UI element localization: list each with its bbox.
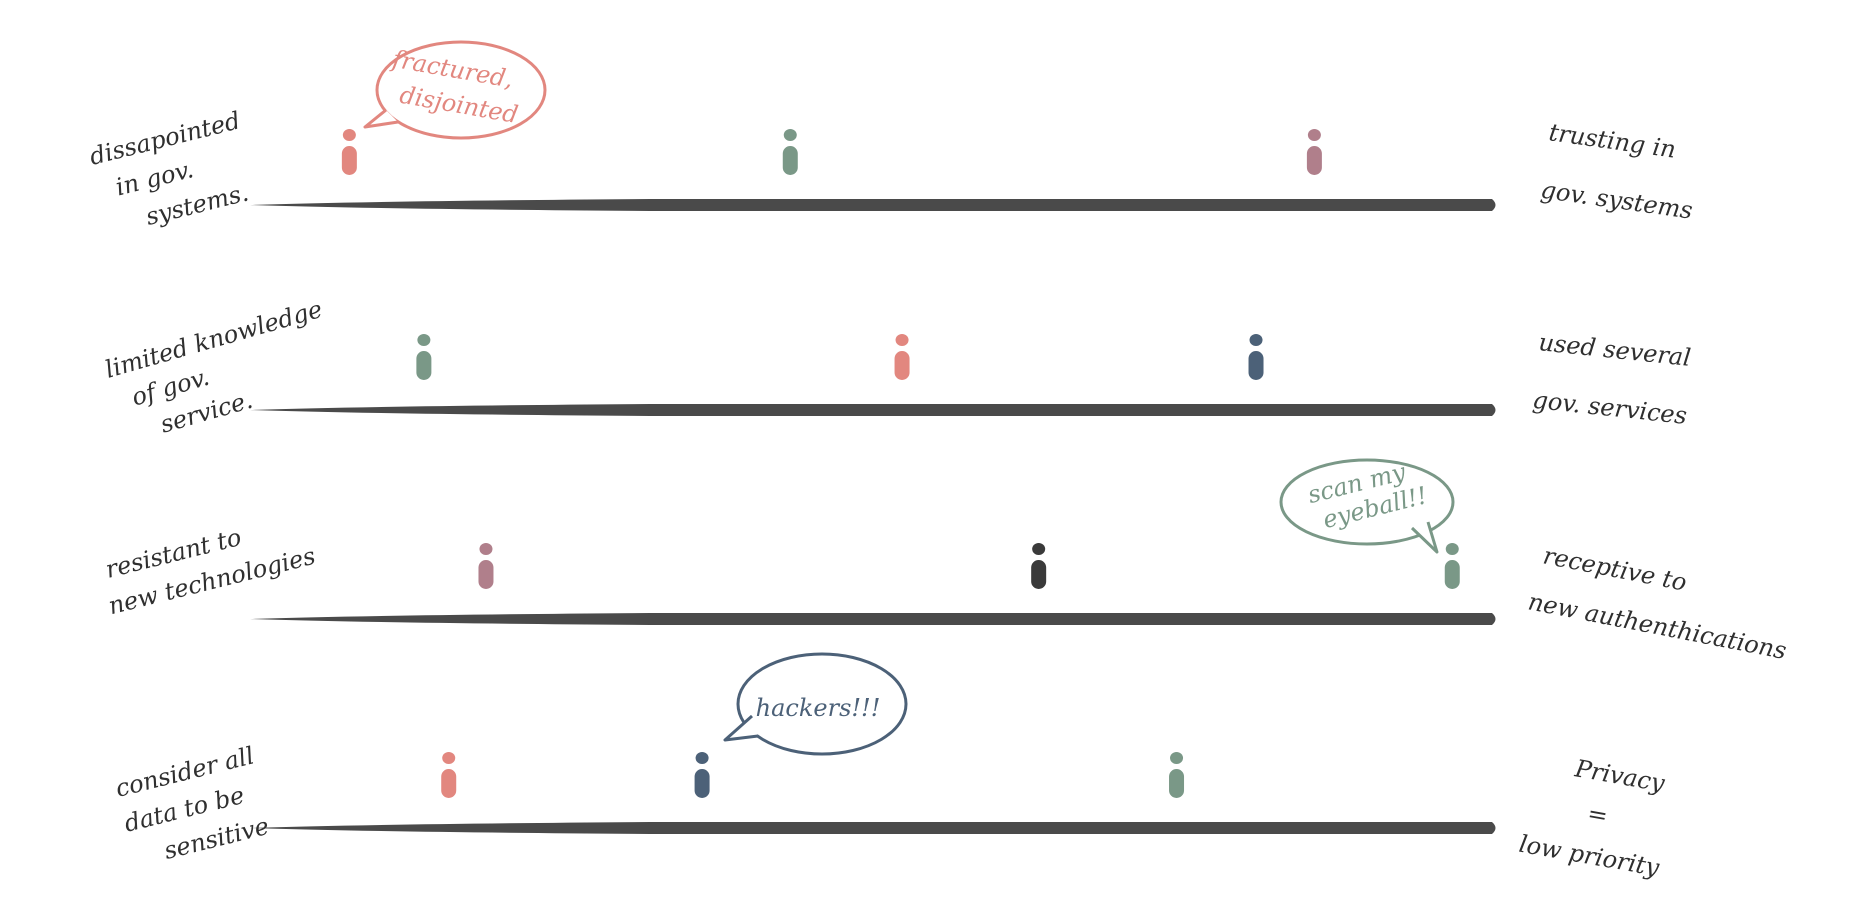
- right-label: trusting ingov. systems: [1539, 118, 1702, 224]
- spectrum-row: resistant tonew technologies receptive to…: [97, 458, 1798, 665]
- person-icon: [1444, 543, 1460, 589]
- right-label: used severalgov. services: [1531, 328, 1694, 430]
- speech-bubble: scan myeyeball!!: [1279, 458, 1455, 554]
- person-icon: [478, 543, 494, 589]
- left-label: dissapointedin gov.systems.: [87, 106, 261, 240]
- right-label: receptive tonew authenthications: [1526, 540, 1798, 665]
- spectrum-row: consider alldata to besensitive Privacy=l…: [113, 652, 1676, 882]
- person-icon: [441, 752, 457, 798]
- person-icon: [1306, 129, 1322, 175]
- left-label: consider alldata to besensitive: [113, 741, 275, 872]
- spectrum-line: [250, 822, 1496, 834]
- spectrum-row: dissapointedin gov.systems. trusting ingo…: [87, 40, 1702, 240]
- speech-bubble: hackers!!!: [723, 652, 908, 756]
- left-label: resistant tonew technologies: [97, 507, 318, 620]
- speech-bubble: fractured,disjointed: [363, 40, 547, 140]
- right-label: Privacy=low priority: [1517, 747, 1676, 882]
- person-icon: [894, 334, 910, 380]
- spectrum-line: [250, 613, 1496, 625]
- person-icon: [416, 334, 432, 380]
- person-icon: [341, 129, 357, 175]
- spectrum-line: [250, 404, 1496, 416]
- person-icon: [782, 129, 798, 175]
- person-icon: [694, 752, 710, 798]
- person-icon: [1031, 543, 1047, 589]
- person-icon: [1169, 752, 1185, 798]
- spectrum-row: limited knowledgeof gov.service. used sev…: [102, 295, 1694, 449]
- spectrum-line: [250, 199, 1496, 211]
- speech-bubble-text: hackers!!!: [756, 694, 881, 722]
- person-icon: [1248, 334, 1264, 380]
- left-label: limited knowledgeof gov.service.: [102, 295, 344, 449]
